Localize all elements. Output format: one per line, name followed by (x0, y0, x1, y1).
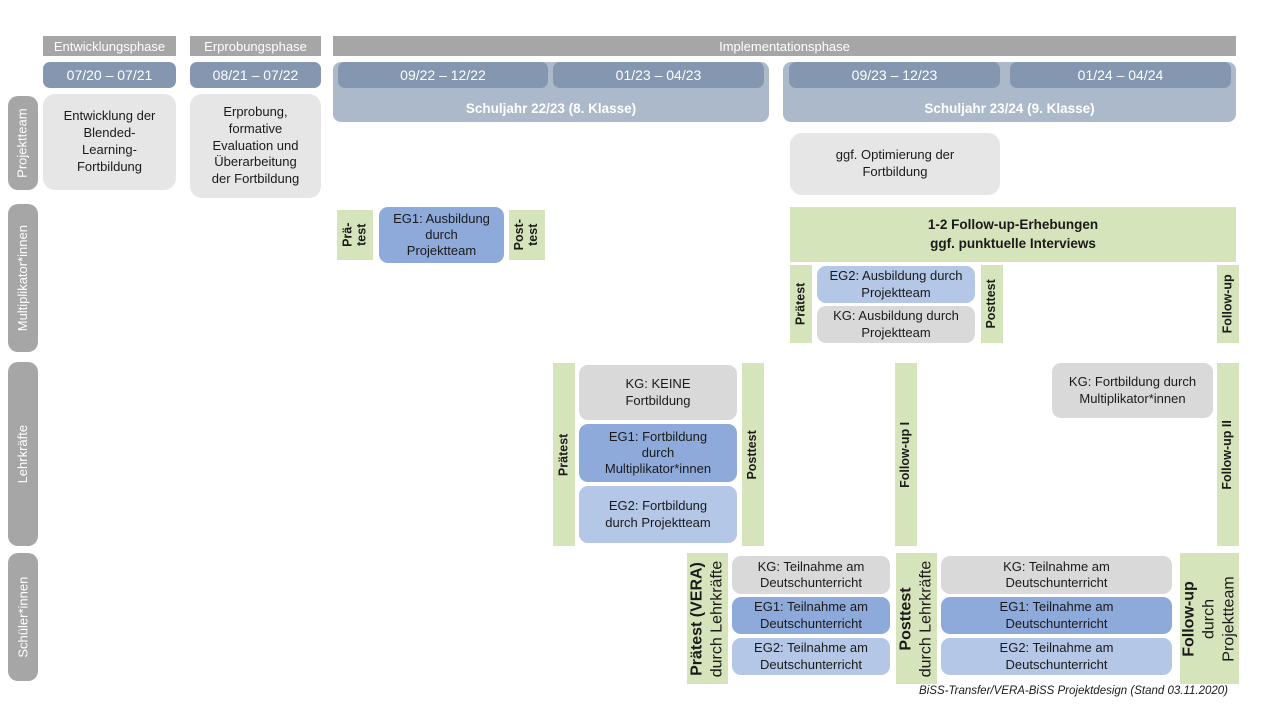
box-eg2-ausbildung-projektteam: EG2: Ausbildung durch Projektteam (817, 266, 975, 303)
bar-text-sub: durch Lehrkräfte (917, 560, 935, 677)
date-label: 09/23 – 12/23 (851, 67, 938, 83)
row-label-projektteam: Projektteam (8, 96, 38, 190)
box-text: EG1: Teilnahme am Deutschunterricht (999, 599, 1114, 631)
date-label: 08/21 – 07/22 (212, 67, 299, 83)
bar-posttest-multiplikatoren-short: Post- test (509, 210, 545, 260)
box-kg-keine-fortbildung: KG: KEINE Fortbildung (579, 365, 737, 420)
bar-text: Posttest (745, 429, 760, 480)
box-text: KG: Fortbildung durch Multiplikator*inne… (1068, 374, 1197, 406)
phase-bar-implementationsphase: Implementationsphase (333, 36, 1236, 56)
bar-text: Follow-up I (898, 421, 913, 488)
box-kg-fortbildung-multiplikatoren: KG: Fortbildung durch Multiplikator*inne… (1052, 363, 1213, 418)
box-kg-teilnahme-deutschunterricht-2: KG: Teilnahme am Deutschunterricht (941, 556, 1172, 594)
bar-followup1-lehrkraefte: Follow-up I (895, 363, 917, 546)
bar-text: Prätest (556, 433, 571, 476)
box-eg2-fortbildung-projektteam: EG2: Fortbildung durch Projektteam (579, 486, 737, 543)
bar-praetest-multiplikatoren-short: Prä- test (337, 210, 373, 260)
bar-praetest-vera-schueler: Prätest (VERA) durch Lehrkräfte (687, 553, 728, 684)
box-eg1-teilnahme-deutschunterricht-1: EG1: Teilnahme am Deutschunterricht (732, 597, 890, 634)
row-label-lehrkraefte: Lehrkräfte (8, 362, 38, 546)
bar-followup-erhebungen: 1-2 Follow-up-Erhebungen ggf. punktuelle… (790, 207, 1236, 262)
date-label: 01/23 – 04/23 (615, 67, 702, 83)
bar-text: Follow-up (1220, 274, 1235, 334)
box-text: KG: Teilnahme am Deutschunterricht (757, 558, 865, 590)
bar-posttest-multiplikatoren: Posttest (981, 265, 1003, 343)
bar-followup-multiplikatoren: Follow-up (1217, 265, 1239, 343)
bar-text-bold: Follow-up (1180, 580, 1198, 657)
date-bar-0123-0423: 01/23 – 04/23 (553, 62, 764, 88)
date-bar-0124-0424: 01/24 – 04/24 (1010, 62, 1231, 88)
box-eg2-teilnahme-deutschunterricht-2: EG2: Teilnahme am Deutschunterricht (941, 638, 1172, 675)
box-kg-teilnahme-deutschunterricht-1: KG: Teilnahme am Deutschunterricht (732, 556, 890, 594)
bar-text-sub: durch Lehrkräfte (708, 560, 726, 677)
box-erprobung-evaluation: Erprobung, formative Evaluation und Über… (190, 94, 321, 198)
date-label: 09/22 – 12/22 (400, 67, 486, 83)
box-text: EG1: Fortbildung durch Multiplikator*inn… (604, 428, 712, 477)
bar-followup2-lehrkraefte: Follow-up II (1217, 363, 1239, 546)
bar-text: 1-2 Follow-up-Erhebungen ggf. punktuelle… (927, 217, 1099, 251)
date-bar-0720-0721: 07/20 – 07/21 (43, 62, 176, 88)
bar-text: Post- test (512, 219, 540, 251)
date-label: 01/24 – 04/24 (1077, 67, 1164, 83)
caption: BiSS-Transfer/VERA-BiSS Projektdesign (S… (919, 685, 1228, 697)
bar-text: Follow-up II (1220, 419, 1235, 490)
row-label-multiplikatorinnen: Multiplikator*innen (8, 204, 38, 352)
bar-praetest-multiplikatoren: Prätest (790, 265, 812, 343)
schoolyear-2324-label: Schuljahr 23/24 (9. Klasse) (924, 101, 1095, 116)
box-text: EG2: Ausbildung durch Projektteam (829, 268, 963, 300)
box-text: Entwicklung der Blended- Learning- Fortb… (63, 108, 156, 174)
box-text: EG2: Fortbildung durch Projektteam (605, 498, 711, 530)
box-text: KG: KEINE Fortbildung (625, 376, 691, 408)
bar-text: Posttest (984, 279, 999, 329)
box-text: Erprobung, formative Evaluation und Über… (211, 103, 300, 187)
phase-bar-erprobungsphase: Erprobungsphase (190, 36, 321, 56)
schoolyear-2223-label: Schuljahr 22/23 (8. Klasse) (465, 101, 637, 116)
bar-text-bold: Prätest (VERA) (688, 561, 706, 676)
box-eg1-fortbildung-multiplikatoren: EG1: Fortbildung durch Multiplikator*inn… (579, 424, 737, 482)
box-kg-ausbildung-projektteam: KG: Ausbildung durch Projektteam (817, 306, 975, 343)
box-optimierung-fortbildung: ggf. Optimierung der Fortbildung (790, 133, 1000, 195)
phase-bar-entwicklungsphase: Entwicklungsphase (43, 36, 176, 56)
phase-label-erprobungsphase: Erprobungsphase (204, 38, 307, 54)
row-label-text: Projektteam (14, 108, 30, 178)
box-eg1-teilnahme-deutschunterricht-2: EG1: Teilnahme am Deutschunterricht (941, 597, 1172, 634)
schoolyear-2223-container: 09/22 – 12/22 01/23 – 04/23 Schuljahr 22… (333, 62, 769, 122)
box-text: EG2: Teilnahme am Deutschunterricht (999, 640, 1114, 672)
box-text: EG2: Teilnahme am Deutschunterricht (754, 640, 868, 672)
bar-posttest-lehrkraefte: Posttest (742, 363, 764, 546)
row-label-text: Multiplikator*innen (14, 224, 30, 332)
bar-praetest-lehrkraefte: Prätest (553, 363, 575, 546)
bar-text-sub: durch Projektteam (1200, 575, 1238, 662)
box-text: EG1: Ausbildung durch Projektteam (393, 210, 490, 259)
row-label-text: Lehrkräfte (14, 424, 30, 484)
date-label: 07/20 – 07/21 (66, 67, 153, 83)
bar-followup-schueler: Follow-up durch Projektteam (1180, 553, 1239, 684)
date-bar-0923-1223: 09/23 – 12/23 (789, 62, 1000, 88)
box-eg2-teilnahme-deutschunterricht-1: EG2: Teilnahme am Deutschunterricht (732, 638, 890, 675)
box-text: KG: Teilnahme am Deutschunterricht (1003, 558, 1110, 590)
phase-label-implementationsphase: Implementationsphase (719, 38, 850, 54)
bar-text-bold: Posttest (897, 586, 915, 651)
bar-text: Prätest (793, 282, 808, 326)
bar-posttest-schueler: Posttest durch Lehrkräfte (896, 553, 937, 684)
row-label-schuelerinnen: Schüler*innen (8, 553, 38, 681)
box-text: EG1: Teilnahme am Deutschunterricht (754, 599, 868, 631)
date-bar-0821-0722: 08/21 – 07/22 (190, 62, 321, 88)
phase-label-entwicklungsphase: Entwicklungsphase (53, 38, 166, 54)
schoolyear-2324-container: 09/23 – 12/23 01/24 – 04/24 Schuljahr 23… (783, 62, 1236, 122)
box-text: KG: Ausbildung durch Projektteam (833, 308, 959, 340)
row-label-text: Schüler*innen (14, 576, 30, 658)
bar-text: Prä- test (340, 222, 368, 248)
box-eg1-ausbildung-projektteam: EG1: Ausbildung durch Projektteam (379, 207, 504, 263)
box-text: ggf. Optimierung der Fortbildung (835, 147, 955, 179)
box-entwicklung-fortbildung: Entwicklung der Blended- Learning- Fortb… (43, 94, 176, 190)
date-bar-0922-1222: 09/22 – 12/22 (338, 62, 548, 88)
